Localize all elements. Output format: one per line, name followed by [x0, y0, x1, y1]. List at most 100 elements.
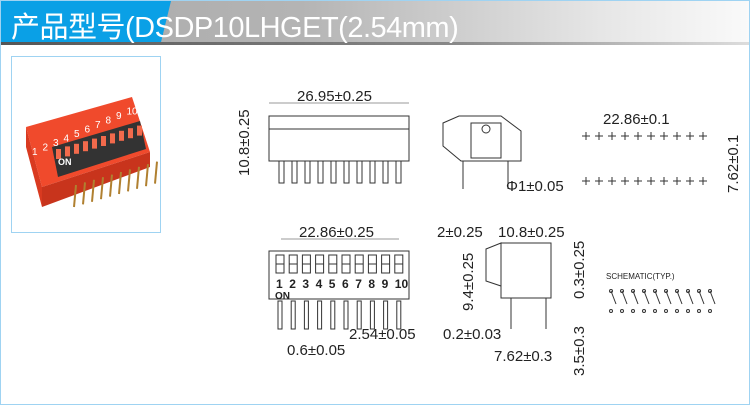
- pcb-hole: [660, 132, 668, 140]
- schematic-contact: [708, 309, 712, 313]
- schematic-contact: [653, 289, 657, 293]
- photo-pin: [82, 182, 86, 205]
- front-pin: [290, 300, 296, 330]
- photo-pin: [100, 177, 104, 200]
- end-row-dim: 7.62±0.3: [494, 348, 552, 365]
- pcb-hole: [582, 177, 590, 185]
- pcb-hole: [595, 132, 603, 140]
- schematic-contact: [609, 289, 613, 293]
- front-switch-number: 10: [395, 277, 409, 291]
- front-pitch-dim: 2.54±0.05: [349, 326, 416, 343]
- front-switch-number: 7: [355, 277, 362, 291]
- end-top-dim: 0.3±0.25: [571, 241, 588, 299]
- pcb-hole: [699, 177, 707, 185]
- schematic-contact: [631, 289, 635, 293]
- photo-switch-actuator: [110, 133, 115, 144]
- front-switch-number: 9: [382, 277, 389, 291]
- schematic-contact: [642, 289, 646, 293]
- photo-switch-actuator: [92, 138, 97, 149]
- schematic-contact: [664, 309, 668, 313]
- end-view: 2±0.25 10.8±0.25 9.4±0.25 0.3±0.25 0.2±0…: [437, 224, 588, 376]
- photo-pin: [109, 174, 113, 197]
- header-accent: [1, 1, 171, 43]
- pcb-hole: [608, 177, 616, 185]
- pcb-hole: [660, 177, 668, 185]
- header-divider: [1, 42, 749, 45]
- front-switch-number: 6: [342, 277, 349, 291]
- front-pin: [383, 300, 389, 330]
- pcb-layout: 22.86±0.1 7.62±0.1: [582, 111, 742, 193]
- pin-diameter-dim: Φ1±0.05: [506, 178, 564, 195]
- front-pin: [369, 300, 375, 330]
- header-banner: 产品型号(DSDP10LHGET(2.54mm): [1, 1, 749, 45]
- side-pin: [291, 160, 298, 184]
- photo-switch-actuator: [128, 128, 133, 139]
- front-pin: [330, 300, 336, 330]
- front-switch-number: 3: [302, 277, 309, 291]
- side-pin: [278, 160, 285, 184]
- pcb-hole: [608, 132, 616, 140]
- side-pin: [304, 160, 311, 184]
- front-on-label: ON: [275, 291, 290, 302]
- photo-switch-number: 6: [85, 125, 91, 136]
- photo-switch-actuator: [119, 130, 124, 141]
- pcb-hole: [582, 132, 590, 140]
- schematic-contact: [620, 289, 624, 293]
- photo-switch-number: 9: [116, 111, 122, 122]
- schematic-contact: [697, 309, 701, 313]
- front-switch-number: 8: [368, 277, 375, 291]
- end-dim-b: 10.8±0.25: [498, 224, 565, 241]
- photo-switch-actuator: [65, 146, 70, 157]
- side-pin: [356, 160, 363, 184]
- pcb-hole: [621, 132, 629, 140]
- photo-pin: [136, 166, 140, 189]
- photo-switch-number: 10: [127, 107, 139, 118]
- pcb-hole: [621, 177, 629, 185]
- schematic-contact: [697, 289, 701, 293]
- schematic-contact: [675, 309, 679, 313]
- photo-switch-number: 5: [74, 129, 80, 140]
- end-height-dim: 9.4±0.25: [460, 253, 477, 311]
- pcb-hole: [595, 177, 603, 185]
- photo-switch-number: 4: [64, 134, 70, 145]
- front-pin: [396, 300, 402, 330]
- end-dim-a: 2±0.25: [437, 224, 483, 241]
- pcb-hole: [686, 177, 694, 185]
- schematic-contact: [664, 289, 668, 293]
- schematic-contact: [620, 309, 624, 313]
- photo-switch-actuator: [56, 149, 61, 159]
- schematic-contact: [609, 309, 613, 313]
- photo-switch-number: 1: [32, 147, 38, 158]
- schematic-contact: [686, 289, 690, 293]
- side-pin: [382, 160, 389, 184]
- pcb-hole: [647, 132, 655, 140]
- photo-pin: [118, 171, 122, 195]
- photo-pin: [73, 184, 77, 208]
- side-width-dim: 26.95±0.25: [297, 88, 372, 105]
- front-switch-number: 1: [276, 277, 283, 291]
- schematic-contact: [631, 309, 635, 313]
- schematic-contact: [642, 309, 646, 313]
- side-pin: [343, 160, 350, 184]
- side-view: 26.95±0.25 10.8±0.25: [236, 88, 410, 184]
- pcb-hole: [634, 177, 642, 185]
- end-lead-dim: 3.5±0.3: [571, 326, 588, 376]
- photo-switch-actuator: [101, 136, 106, 146]
- pcb-hole: [647, 177, 655, 185]
- front-pin: [343, 300, 349, 330]
- product-title: 产品型号(DSDP10LHGET(2.54mm): [11, 12, 459, 44]
- photo-pin: [91, 179, 95, 202]
- front-pin: [317, 300, 323, 330]
- schematic-label: SCHEMATIC(TYP.): [606, 272, 675, 281]
- side-pin: [369, 160, 376, 184]
- photo-switch-number: 2: [43, 143, 49, 154]
- schematic-contact: [708, 289, 712, 293]
- pcb-hole: [699, 132, 707, 140]
- front-pin: [277, 300, 283, 330]
- photo-pin: [127, 169, 131, 192]
- end-pin-dim: 0.2±0.03: [443, 326, 501, 343]
